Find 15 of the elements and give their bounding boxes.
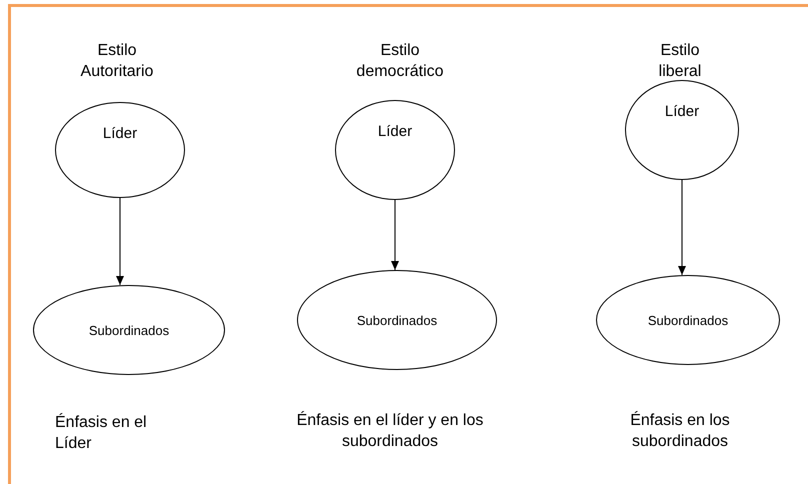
node-label: Subordinados [648, 312, 728, 328]
style-heading: Estilo democrático [355, 41, 445, 82]
node-label: Líder [102, 125, 138, 142]
node-label: Líder [378, 123, 412, 140]
arrow [116, 198, 124, 286]
node-label: Subordinados [356, 312, 438, 328]
emphasis-note: Énfasis en los subordinados [629, 410, 731, 452]
emphasis-note: Énfasis en el Líder [55, 412, 148, 454]
arrow [391, 200, 399, 270]
style-heading: Estilo Autoritario [80, 41, 154, 82]
arrow [678, 180, 686, 276]
node-label: Líder [664, 103, 700, 120]
node-label: Subordinados [88, 322, 170, 338]
emphasis-note: Énfasis en el líder y en los subordinados [296, 410, 484, 452]
style-heading: Estilo liberal [658, 41, 702, 82]
